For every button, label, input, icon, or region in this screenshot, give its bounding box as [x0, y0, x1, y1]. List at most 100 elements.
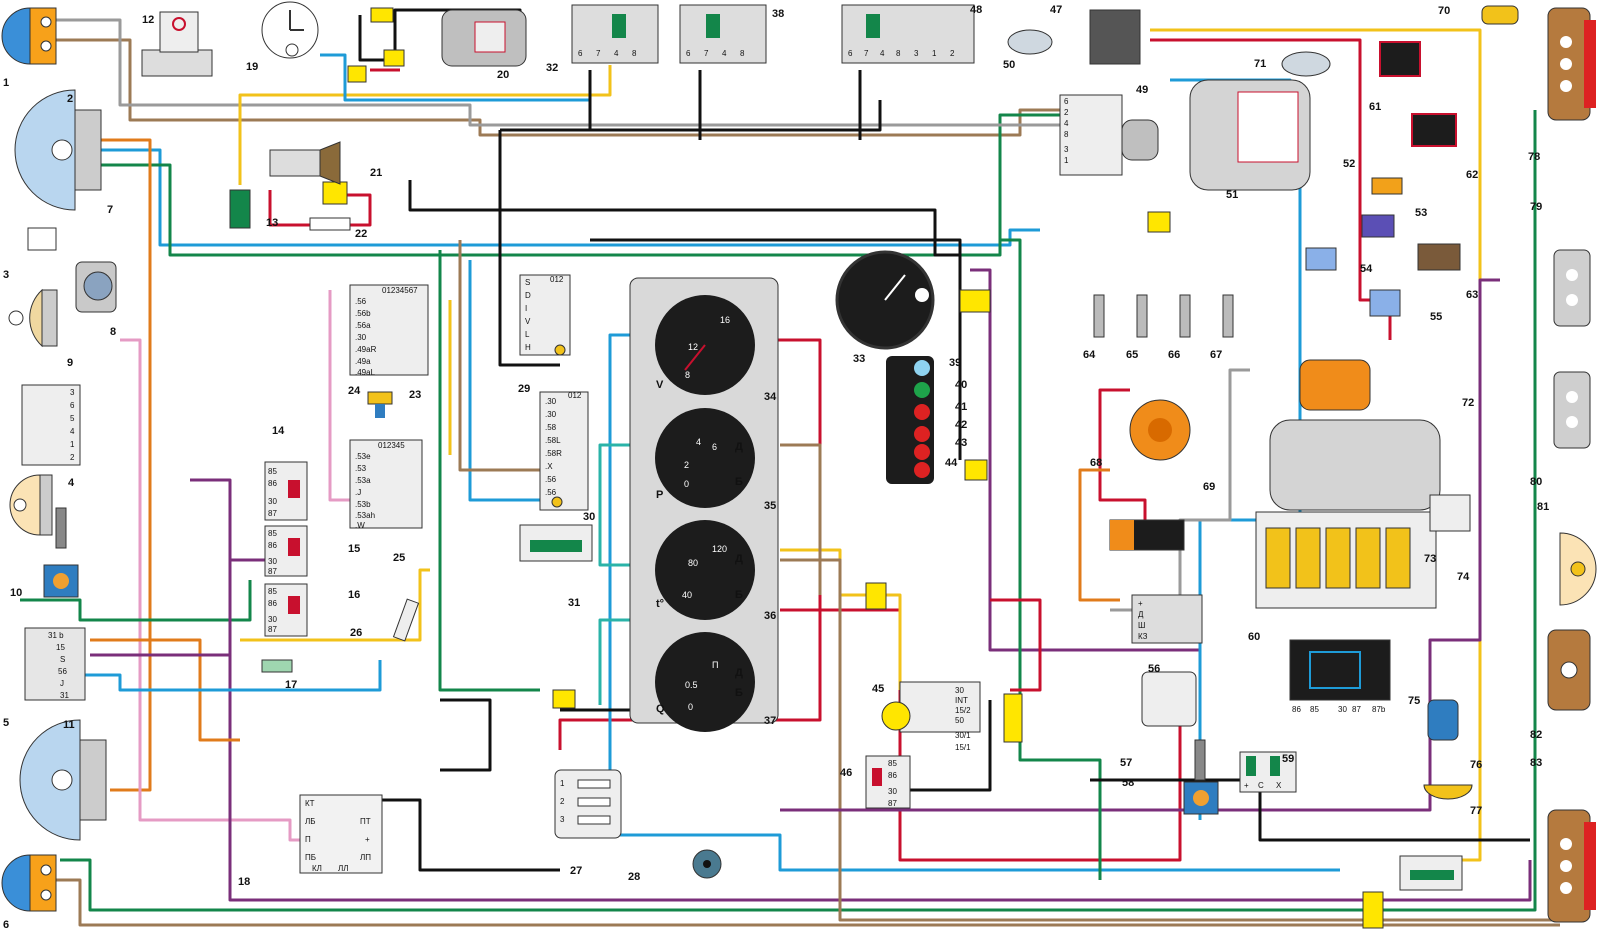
spark-plug-66 — [1179, 294, 1191, 338]
component-number: 53 — [1415, 207, 1427, 219]
gauge-terminal: Б — [735, 476, 743, 488]
brake-switch-24 — [367, 391, 393, 418]
component-number: 12 — [142, 14, 154, 26]
switch-25-row: .53a — [355, 476, 371, 485]
wiper-switch-25: 012345 .53e .53 .53a .J .53b .53ah .W — [349, 439, 423, 530]
component-number: 7 — [107, 204, 113, 216]
relay-60-pin: 85 — [1310, 705, 1319, 714]
component-number: 2 — [67, 93, 73, 105]
ignition-pin: 30/1 — [955, 731, 971, 740]
relay-48-pin: 7 — [864, 49, 869, 58]
component-number: 28 — [628, 871, 640, 883]
switch-49-pin: 3 — [1064, 145, 1069, 154]
component-number: 55 — [1430, 311, 1442, 323]
front-turn-lamp-left — [1, 7, 57, 65]
gauge-mark: 80 — [688, 558, 698, 568]
component-number: 64 — [1083, 349, 1096, 361]
switch-25-row: .53ah — [355, 511, 375, 520]
wire-red-low — [780, 608, 1182, 862]
component-number: 38 — [772, 8, 784, 20]
temp-sensor-10 — [43, 507, 79, 598]
component-number: 27 — [570, 865, 582, 877]
relay-pin: 30 — [268, 615, 277, 624]
wire-grey — [40, 18, 1075, 127]
connector-block — [1003, 693, 1023, 743]
gauge-mark: 2 — [684, 460, 689, 470]
component-number: 31 — [568, 597, 580, 609]
regulator-pin: КЗ — [1138, 632, 1148, 641]
relay-32-pin: 6 — [578, 49, 583, 58]
warning-lamp-44 — [914, 462, 930, 478]
switch-49-pin: 1 — [1064, 156, 1069, 165]
warning-lamp-39 — [914, 360, 930, 376]
unit-59: + С Х — [1239, 751, 1297, 793]
relay-15: 85 86 30 87 — [264, 525, 308, 577]
warning-lamp-43 — [914, 444, 930, 460]
gauge-mark: 12 — [688, 342, 698, 352]
relay-38-pin: 6 — [686, 49, 691, 58]
component-number: 10 — [10, 587, 22, 599]
component-number: 54 — [1360, 263, 1373, 275]
relay-48-pin: 3 — [914, 49, 919, 58]
unit-59-pin: + — [1244, 781, 1249, 790]
warning-lamp-41 — [914, 404, 930, 420]
fuse-27-pin: 1 — [560, 779, 565, 788]
switch-unit-9: 3 6 5 4 1 2 — [21, 384, 81, 466]
ignition-coil-69 — [1109, 519, 1185, 551]
relay-pin: 86 — [268, 479, 277, 488]
connector-block — [347, 65, 367, 83]
gauge-mark: 40 — [682, 590, 692, 600]
component-number: 50 — [1003, 59, 1015, 71]
component-number: 69 — [1203, 481, 1215, 493]
component-number: 22 — [355, 228, 367, 240]
relay-pin: 87 — [268, 509, 277, 518]
switch-30-row: .30 — [545, 397, 557, 406]
relay-60-pin: 87b — [1372, 705, 1386, 714]
temperature-gauge-36: 40 80 120 — [655, 520, 755, 620]
spark-plug-67 — [1222, 294, 1234, 338]
component-number: 24 — [348, 385, 361, 397]
fuse-27-pin: 3 — [560, 815, 565, 824]
unit-18-pin: ПТ — [360, 817, 371, 826]
sensor-54 — [1305, 247, 1337, 271]
component-number: 80 — [1530, 476, 1542, 488]
relay-48-pin: 1 — [932, 49, 937, 58]
switch-30-row: .58L — [545, 436, 561, 445]
component-number: 59 — [1282, 753, 1294, 765]
ignition-pin: 15/2 — [955, 706, 971, 715]
clock-19 — [261, 1, 319, 59]
switch-30-row: .56 — [545, 488, 557, 497]
fuse-27-pin: 2 — [560, 797, 565, 806]
relay-48-pin: 8 — [896, 49, 901, 58]
component-number: 15 — [348, 543, 360, 555]
wire-pink — [120, 338, 300, 842]
switch-23-row: .49aL — [355, 368, 376, 377]
relay-pin: 87 — [268, 567, 277, 576]
ignition-pin: 50 — [955, 716, 964, 725]
component-number: 62 — [1466, 169, 1478, 181]
component-number: 61 — [1369, 101, 1381, 113]
relay-32-pin: 8 — [632, 49, 637, 58]
lamp-70 — [1481, 5, 1519, 25]
relay-48-pin: 6 — [848, 49, 853, 58]
switch-29-header: 012 — [550, 275, 564, 284]
component-number: 36 — [764, 610, 776, 622]
switch-23-row: .49aR — [355, 345, 377, 354]
switch-23-row: .49a — [355, 357, 371, 366]
relay-pin: 87 — [268, 625, 277, 634]
wire-purple-left — [90, 558, 270, 657]
relay-48-pin: 4 — [880, 49, 885, 58]
relay-48: 6 7 4 8 3 1 2 — [841, 4, 975, 64]
relay-38-pin: 7 — [704, 49, 709, 58]
warning-lamp-40 — [914, 382, 930, 398]
unit-18-pin: + — [365, 835, 370, 844]
component-number: 42 — [955, 419, 967, 431]
switch-49-pin: 2 — [1064, 108, 1069, 117]
component-number: 65 — [1126, 349, 1138, 361]
ignition-pin: 15/1 — [955, 743, 971, 752]
ignition-lock-45: 30 INT 15/2 50 30/1 15/1 — [881, 681, 981, 752]
component-number: 23 — [409, 389, 421, 401]
switch-11-pin: 56 — [58, 667, 67, 676]
component-number: 20 — [497, 69, 509, 81]
wire-black-ign — [880, 700, 992, 792]
